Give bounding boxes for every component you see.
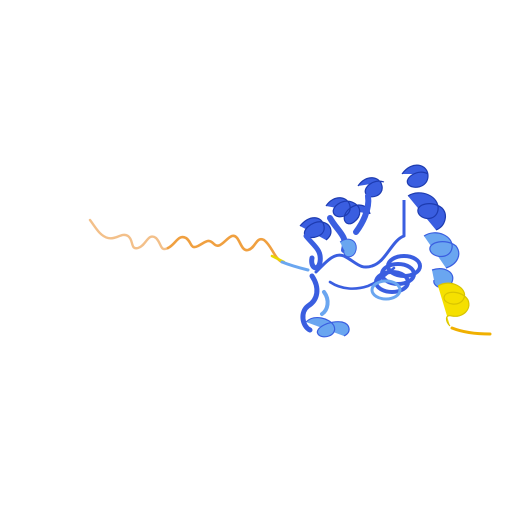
- helix-6-body: [300, 273, 320, 333]
- helix-4-ring-3: [386, 254, 422, 278]
- tail-coil-orange: [166, 234, 284, 264]
- tail-coil-light: [88, 218, 170, 251]
- helix-2: [325, 197, 371, 258]
- helix-6-loop: [320, 290, 330, 316]
- core-helical-bundle: [299, 164, 460, 338]
- helix-1: [299, 217, 332, 271]
- helix-5-lower: [423, 232, 460, 269]
- core-loop-back: [314, 234, 406, 274]
- helix-3-body: [353, 193, 372, 235]
- helix-4-ring-4: [370, 279, 402, 301]
- helix-6-lower: [300, 273, 350, 338]
- helix-5: [401, 164, 460, 289]
- helix-4-end-on: [370, 254, 422, 301]
- helix-1-tail: [303, 233, 323, 271]
- helix-5-mid: [407, 192, 446, 231]
- c-terminal-helix: [437, 282, 492, 336]
- c-helix-ribbon: [437, 282, 470, 327]
- helix-5-top: [401, 164, 429, 188]
- helix-6-ribbon: [305, 317, 350, 338]
- c-terminal-tail: [450, 326, 492, 336]
- linker-to-core: [280, 260, 310, 272]
- helix-3: [353, 177, 385, 235]
- helix-2-ribbon: [325, 197, 371, 225]
- helix-2-turn: [339, 238, 357, 258]
- helix-3-ribbon: [357, 177, 385, 198]
